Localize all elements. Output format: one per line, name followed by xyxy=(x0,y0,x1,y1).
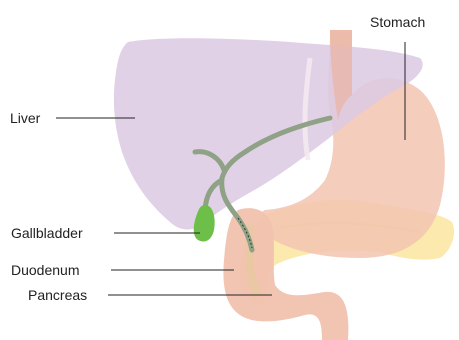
gallbladder-label: Gallbladder xyxy=(11,226,83,240)
stomach-label: Stomach xyxy=(370,15,425,29)
duodenum-label: Duodenum xyxy=(11,263,80,277)
liver-label: Liver xyxy=(10,111,40,125)
pancreas-label: Pancreas xyxy=(28,288,87,302)
